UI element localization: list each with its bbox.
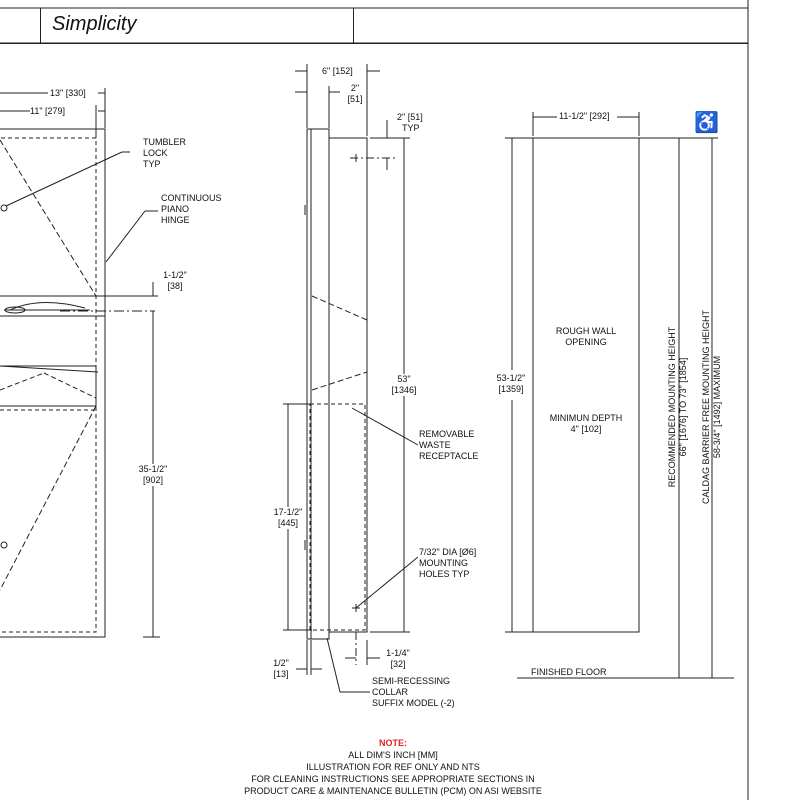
dim-height-in: 35-1/2" xyxy=(138,464,168,474)
dim-top-offset-value: 2" [51] xyxy=(397,112,423,122)
dim-overall-height-mm: [1346] xyxy=(391,385,417,395)
dim-collar: 1/2" [13] xyxy=(268,658,294,680)
dim-top-offset: 2" [51] TYP xyxy=(397,112,423,134)
label-caldag-height: CALDAG BARRIER FREE MOUNTING HEIGHT 58-3… xyxy=(701,282,723,532)
piano-hinge-line-3: HINGE xyxy=(161,215,190,225)
piano-hinge-line-1: CONTINUOUS xyxy=(161,193,222,203)
dim-top-offset-typ: TYP xyxy=(402,123,420,133)
front-view xyxy=(0,88,160,638)
rough-wall-line-1: ROUGH WALL xyxy=(555,326,617,336)
min-depth-line-1: MINIMUN DEPTH xyxy=(549,413,623,423)
dim-recess-mm: [51] xyxy=(347,94,363,104)
removable-waste-line-3: RECEPTACLE xyxy=(419,451,479,461)
semi-recessing-line-3: SUFFIX MODEL (-2) xyxy=(372,698,455,708)
rough-wall-line-2: OPENING xyxy=(565,337,607,347)
mounting-holes-line-3: HOLES TYP xyxy=(419,569,470,579)
dim-dispenser-offset: 1-1/2" [38] xyxy=(158,270,192,292)
piano-hinge-line-2: PIANO xyxy=(161,204,190,214)
dim-opening-height-mm: [1359] xyxy=(498,384,524,394)
note-line-1: ALL DIM'S INCH [MM] xyxy=(348,750,438,760)
dim-collar-in: 1/2" xyxy=(273,658,289,668)
dim-dispenser-offset-in: 1-1/2" xyxy=(163,270,187,280)
dim-height-to-floor: 35-1/2" [902] xyxy=(132,464,174,486)
dim-overall-height: 53" [1346] xyxy=(386,374,422,396)
wall-opening-view xyxy=(505,112,734,679)
caldag-height-line-2: 58-3/4" [1492] MAXIMUM xyxy=(712,355,722,459)
label-rough-wall: ROUGH WALL OPENING xyxy=(540,326,632,348)
tumbler-lock-line-3: TYP xyxy=(143,159,161,169)
dim-bottom-offset-in: 1-1/4" xyxy=(386,648,410,658)
caldag-height-line-1: CALDAG BARRIER FREE MOUNTING HEIGHT xyxy=(701,309,711,505)
dim-recess: 2" [51] xyxy=(342,83,368,105)
wheelchair-icon: ♿ xyxy=(694,112,719,134)
dim-bottom-offset-mm: [32] xyxy=(390,659,406,669)
label-semi-recessing: SEMI-RECESSING COLLAR SUFFIX MODEL (-2) xyxy=(372,676,455,709)
tumbler-lock-line-2: LOCK xyxy=(143,148,168,158)
recommended-height-line-2: 66" [1676] TO 73" [1854] xyxy=(678,357,688,457)
dim-front-width-outer: 13" [330] xyxy=(50,88,86,98)
label-piano-hinge: CONTINUOUS PIANO HINGE xyxy=(161,193,222,226)
dim-receptacle-height-mm: [445] xyxy=(277,518,299,528)
notes-block: NOTE: ALL DIM'S INCH [MM] ILLUSTRATION F… xyxy=(0,737,786,797)
note-title: NOTE: xyxy=(379,738,407,748)
semi-recessing-line-1: SEMI-RECESSING xyxy=(372,676,451,686)
dim-opening-width: 11-1/2" [292] xyxy=(559,111,610,121)
dim-receptacle-height: 17-1/2" [445] xyxy=(271,507,305,529)
dim-bottom-offset: 1-1/4" [32] xyxy=(382,648,414,670)
dim-dispenser-offset-mm: [38] xyxy=(167,281,183,291)
dim-receptacle-height-in: 17-1/2" xyxy=(273,507,303,517)
label-recommended-height: RECOMMENDED MOUNTING HEIGHT 66" [1676] T… xyxy=(667,287,689,527)
label-mounting-holes: 7/32" DIA [Ø6] MOUNTING HOLES TYP xyxy=(419,547,476,580)
dim-height-mm: [902] xyxy=(142,475,164,485)
recommended-height-line-1: RECOMMENDED MOUNTING HEIGHT xyxy=(667,326,677,488)
mounting-holes-line-1: 7/32" DIA [Ø6] xyxy=(419,547,477,557)
dim-opening-height: 53-1/2" [1359] xyxy=(491,373,531,395)
note-line-2: ILLUSTRATION FOR REF ONLY AND NTS xyxy=(306,762,480,772)
semi-recessing-line-2: COLLAR xyxy=(372,687,409,697)
label-removable-waste: REMOVABLE WASTE RECEPTACLE xyxy=(419,429,478,462)
removable-waste-line-2: WASTE xyxy=(419,440,451,450)
dim-opening-height-in: 53-1/2" xyxy=(496,373,526,383)
dim-overall-height-in: 53" xyxy=(397,374,411,384)
removable-waste-line-1: REMOVABLE xyxy=(419,429,475,439)
dim-front-width-inner: 11" [279] xyxy=(30,106,66,116)
mounting-holes-line-2: MOUNTING xyxy=(419,558,468,568)
label-min-depth: MINIMUN DEPTH 4" [102] xyxy=(540,413,632,435)
dim-collar-mm: [13] xyxy=(273,669,289,679)
min-depth-line-2: 4" [102] xyxy=(570,424,602,434)
note-line-3: FOR CLEANING INSTRUCTIONS SEE APPROPRIAT… xyxy=(251,774,535,784)
brand-name: Simplicity xyxy=(52,13,137,35)
label-tumbler-lock: TUMBLER LOCK TYP xyxy=(143,137,186,170)
note-line-4: PRODUCT CARE & MAINTENANCE BULLETIN (PCM… xyxy=(244,786,542,796)
tumbler-lock-line-1: TUMBLER xyxy=(143,137,187,147)
label-finished-floor: FINISHED FLOOR xyxy=(531,667,607,677)
dim-recess-in: 2" xyxy=(350,83,360,93)
dim-depth-total: 6" [152] xyxy=(322,66,353,76)
